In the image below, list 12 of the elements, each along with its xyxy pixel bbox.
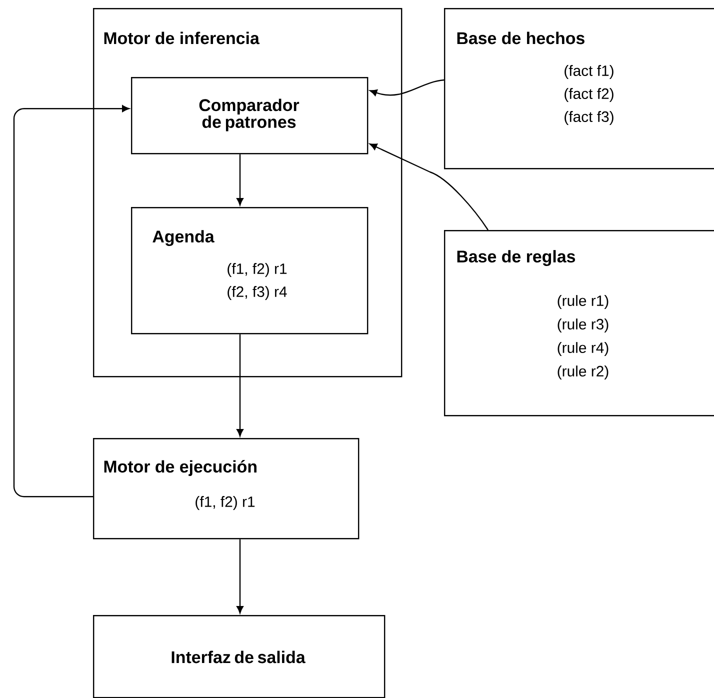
arrow: [370, 79, 444, 96]
arrow: [236, 334, 244, 436]
arrow: [13, 105, 130, 498]
arrow: [370, 144, 488, 230]
process-box: Comparador de patrones: [131, 77, 368, 154]
process-box: Base de hechos (fact f1) (fact f2) (fact f3): [444, 8, 714, 170]
process-box: Base de reglas (rule r1) (rule r3) (rule r4) (rule r2): [444, 230, 714, 416]
arrow: [236, 154, 244, 206]
process-box: Interfaz de salida: [93, 615, 386, 698]
process-box: Motor de ejecución (f1, f2) r1: [93, 438, 360, 540]
arrow: [236, 539, 244, 614]
process-box: Agenda (f1, f2) r1 (f2, f3) r4: [131, 207, 368, 334]
